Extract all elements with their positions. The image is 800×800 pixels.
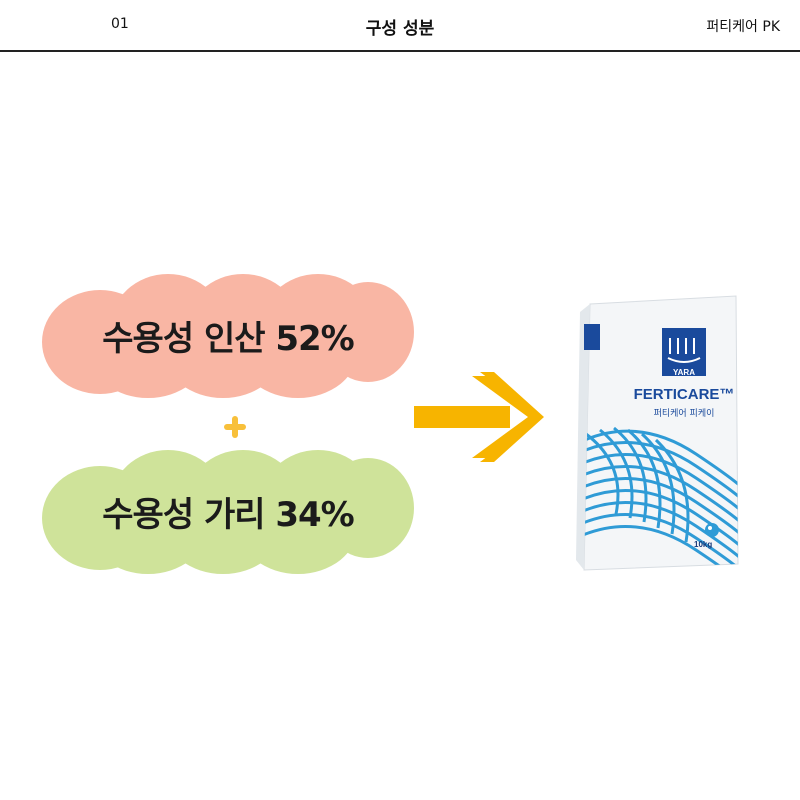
bag-illustration xyxy=(576,295,739,571)
potassium-blob: 수용성 가리 34% xyxy=(38,446,418,576)
page-header: 01 구성 성분 퍼티케어 PK xyxy=(0,0,800,52)
phosphate-blob: 수용성 인산 52% xyxy=(38,270,418,400)
page-title: 구성 성분 xyxy=(365,19,435,39)
product-name: 퍼티케어 PK xyxy=(706,19,780,35)
bag-korean-name: 퍼티케어 피케이 xyxy=(653,409,715,419)
potassium-label: 수용성 가리 34% xyxy=(102,494,354,535)
bag-weight: 10kg xyxy=(694,540,713,549)
arrow-right-icon xyxy=(414,372,544,462)
bag-brand-name: FERTICARE™ xyxy=(633,386,735,403)
phosphate-label: 수용성 인산 52% xyxy=(102,318,354,359)
phosphate-blob-shape xyxy=(42,274,414,398)
page-number: 01 xyxy=(111,16,129,32)
yara-logo-text: YARA xyxy=(673,368,695,377)
plus-icon xyxy=(224,416,246,438)
potassium-blob-shape xyxy=(42,450,414,574)
ferticare-bag-image: YARA FERTICARE™ 퍼티케어 피케이 10kg xyxy=(576,294,744,574)
